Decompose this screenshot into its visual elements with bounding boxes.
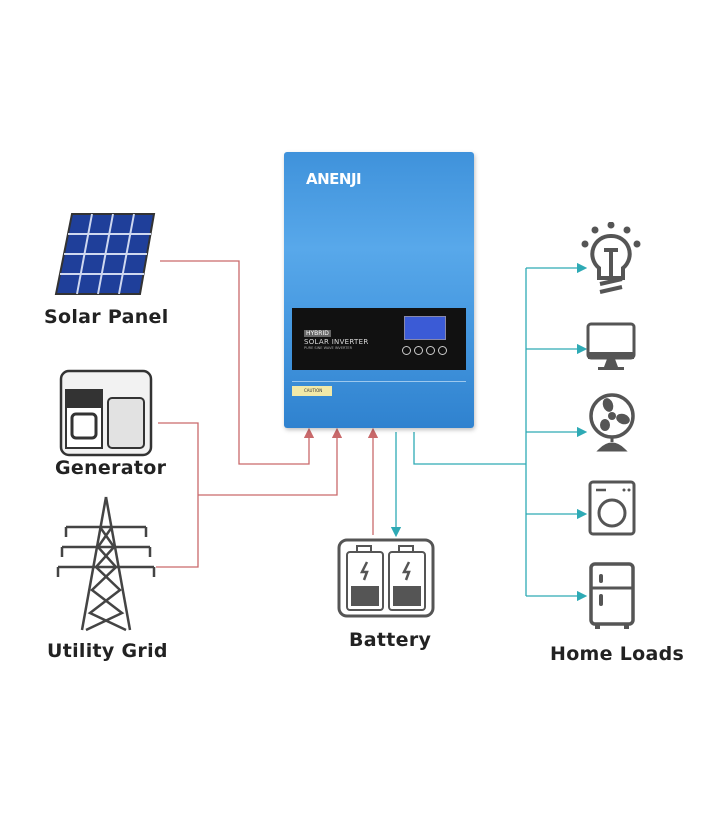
battery-label: Battery [349, 629, 432, 651]
power-tower-icon [56, 496, 156, 632]
home-loads-label: Home Loads [550, 643, 685, 665]
panel-button [414, 346, 423, 355]
hybrid-inverter: ANENJI HYBRID SOLAR INVERTER PURE SINE W… [284, 152, 474, 428]
fan-icon [589, 393, 635, 452]
light-bulb-icon [581, 222, 641, 294]
solar-panel-label: Solar Panel [44, 306, 169, 328]
refrigerator-icon [589, 562, 635, 629]
generator-label: Generator [55, 457, 167, 479]
control-panel: HYBRID SOLAR INVERTER PURE SINE WAVE INV… [292, 308, 466, 370]
brand-name: ANENJI [306, 170, 362, 188]
solar-panel-icon [54, 213, 156, 295]
battery-icon [337, 538, 435, 618]
product-subtitle: PURE SINE WAVE INVERTER [304, 346, 352, 350]
solar-line [160, 260, 315, 465]
grid-line [198, 427, 343, 496]
panel-divider [292, 381, 466, 382]
generator-icon [59, 369, 153, 457]
utility-grid-label: Utility Grid [47, 640, 168, 662]
hybrid-badge: HYBRID [304, 330, 331, 337]
panel-button [426, 346, 435, 355]
generator-line [156, 422, 199, 568]
panel-button [438, 346, 447, 355]
panel-button [402, 346, 411, 355]
product-name: SOLAR INVERTER [304, 338, 369, 346]
caution-label: CAUTION [292, 386, 332, 396]
lcd-display [404, 316, 446, 340]
washing-machine-icon [588, 480, 636, 536]
brand-logo: ANENJI [306, 170, 362, 188]
loads-trunk-line [413, 432, 526, 465]
monitor-icon [586, 322, 636, 370]
